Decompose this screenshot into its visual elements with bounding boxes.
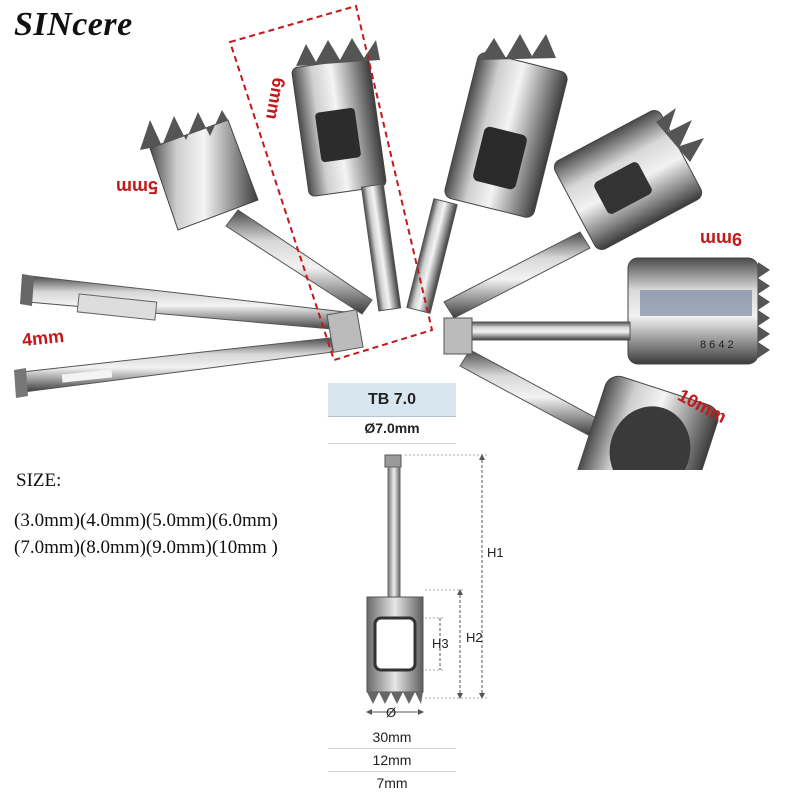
highlight-6mm-box (228, 4, 434, 362)
spec-model-header: TB 7.0 (328, 383, 456, 417)
dim-label-h1: H1 (487, 545, 504, 560)
label-5mm: 5mm (116, 177, 159, 197)
trephine-dimension-diagram (366, 454, 487, 715)
drill-5mm (140, 110, 373, 315)
drill-10mm (459, 349, 719, 470)
label-9mm: 9mm (700, 229, 743, 249)
dim-label-h2: H2 (466, 630, 483, 645)
drill-3mm-upper (20, 274, 346, 331)
label-4mm: 4mm (21, 325, 65, 351)
measure-h1: 30mm (372, 729, 412, 745)
drill-hub-left (326, 309, 364, 353)
size-heading: SIZE: (16, 470, 62, 491)
spec-diameter: Ø7.0mm (364, 420, 420, 436)
size-list-line-2: (7.0mm)(8.0mm)(9.0mm)(10mm ) (14, 537, 278, 558)
drill-8mm (443, 108, 704, 319)
spec-divider (328, 443, 456, 444)
trephine-drill-set-photo: 8 6 4 2 (14, 4, 770, 470)
svg-text:8 6 4 2: 8 6 4 2 (700, 339, 734, 351)
measure-divider-2 (328, 771, 456, 772)
dim-label-diameter: Ø (386, 705, 397, 720)
drill-9mm: 8 6 4 2 (469, 257, 770, 365)
measure-h2: 12mm (372, 752, 412, 768)
measure-h3: 7mm (376, 775, 408, 791)
drill-6mm (291, 38, 402, 312)
measure-divider-1 (328, 748, 456, 749)
drill-7mm (406, 34, 568, 314)
drill-hub-right (443, 317, 473, 355)
brand-logo: SINcere (14, 6, 133, 43)
dim-label-h3: H3 (432, 636, 449, 651)
size-list-line-1: (3.0mm)(4.0mm)(5.0mm)(6.0mm) (14, 510, 278, 531)
